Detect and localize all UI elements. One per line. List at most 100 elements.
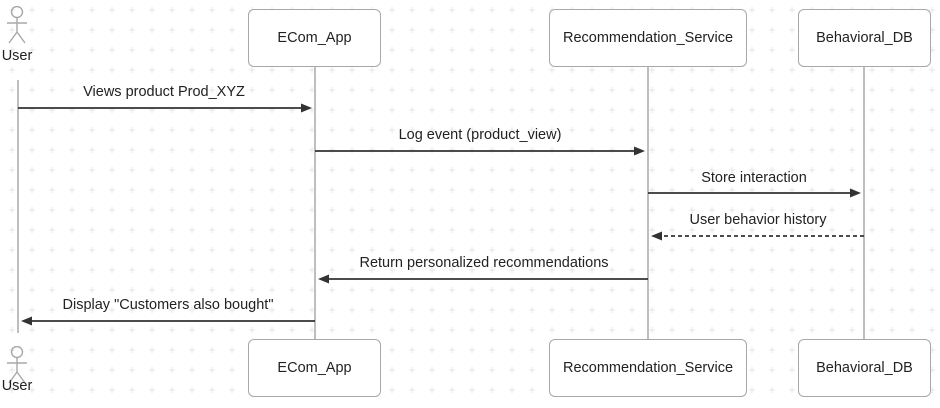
grid-plus-mark [9,67,15,73]
grid-plus-mark [509,47,515,53]
grid-plus-mark [569,267,575,273]
message-arrow-4 [651,231,864,241]
grid-plus-mark [529,287,535,293]
grid-plus-mark [609,287,615,293]
grid-plus-mark [529,87,535,93]
grid-plus-mark [649,267,655,273]
grid-plus-mark [269,87,275,93]
grid-plus-mark [489,127,495,133]
grid-plus-mark [49,47,55,53]
grid-plus-mark [149,327,155,333]
grid-plus-mark [289,287,295,293]
grid-plus-mark [389,287,395,293]
grid-plus-mark [189,67,195,73]
grid-plus-mark [229,87,235,93]
grid-plus-mark [549,127,555,133]
grid-plus-mark [729,167,735,173]
grid-plus-mark [189,287,195,293]
grid-plus-mark [469,107,475,113]
grid-plus-mark [469,287,475,293]
grid-plus-mark [9,387,15,393]
grid-plus-mark [169,7,175,13]
grid-plus-mark [569,167,575,173]
participant-ecom-app-bottom: ECom_App [248,339,381,397]
grid-plus-mark [369,167,375,173]
grid-plus-mark [229,7,235,13]
grid-plus-mark [449,367,455,373]
grid-plus-mark [269,227,275,233]
grid-plus-mark [909,227,915,233]
grid-plus-mark [129,247,135,253]
grid-plus-mark [789,87,795,93]
grid-plus-mark [189,87,195,93]
grid-plus-mark [769,307,775,313]
grid-plus-mark [369,187,375,193]
grid-plus-mark [149,287,155,293]
grid-plus-mark [709,147,715,153]
grid-plus-mark [709,207,715,213]
grid-plus-mark [509,267,515,273]
grid-plus-mark [749,267,755,273]
grid-plus-mark [589,187,595,193]
grid-plus-mark [489,187,495,193]
grid-plus-mark [569,67,575,73]
grid-plus-mark [349,327,355,333]
grid-plus-mark [609,227,615,233]
grid-plus-mark [29,187,35,193]
grid-plus-mark [409,367,415,373]
grid-plus-mark [869,67,875,73]
grid-plus-mark [509,127,515,133]
grid-plus-mark [49,367,55,373]
grid-plus-mark [209,227,215,233]
grid-plus-mark [649,147,655,153]
grid-plus-mark [449,387,455,393]
grid-plus-mark [429,367,435,373]
grid-plus-mark [349,307,355,313]
grid-plus-mark [569,107,575,113]
grid-plus-mark [169,167,175,173]
grid-plus-mark [429,27,435,33]
grid-plus-mark [209,387,215,393]
grid-plus-mark [409,187,415,193]
grid-plus-mark [369,67,375,73]
grid-plus-mark [569,227,575,233]
grid-plus-mark [569,147,575,153]
grid-plus-mark [89,247,95,253]
grid-plus-mark [449,7,455,13]
grid-plus-mark [569,127,575,133]
grid-plus-mark [229,247,235,253]
grid-plus-mark [609,207,615,213]
grid-plus-mark [809,247,815,253]
grid-plus-mark [749,187,755,193]
grid-plus-mark [889,307,895,313]
grid-plus-mark [189,127,195,133]
grid-plus-mark [929,227,935,233]
grid-plus-mark [349,67,355,73]
grid-plus-mark [389,307,395,313]
grid-plus-mark [329,187,335,193]
grid-plus-mark [389,67,395,73]
grid-plus-mark [229,387,235,393]
grid-plus-mark [9,87,15,93]
grid-plus-mark [289,147,295,153]
grid-plus-mark [929,307,935,313]
grid-plus-mark [609,187,615,193]
grid-plus-mark [229,367,235,373]
grid-plus-mark [809,207,815,213]
grid-plus-mark [469,267,475,273]
grid-plus-mark [709,287,715,293]
grid-plus-mark [749,327,755,333]
grid-plus-mark [889,107,895,113]
grid-plus-mark [429,207,435,213]
grid-plus-mark [209,347,215,353]
grid-plus-mark [409,47,415,53]
grid-plus-mark [369,267,375,273]
grid-plus-mark [429,347,435,353]
grid-plus-mark [189,207,195,213]
message-label-2: Log event (product_view) [398,127,562,143]
grid-plus-mark [409,307,415,313]
grid-plus-mark [689,287,695,293]
grid-plus-mark [329,267,335,273]
grid-plus-mark [749,287,755,293]
